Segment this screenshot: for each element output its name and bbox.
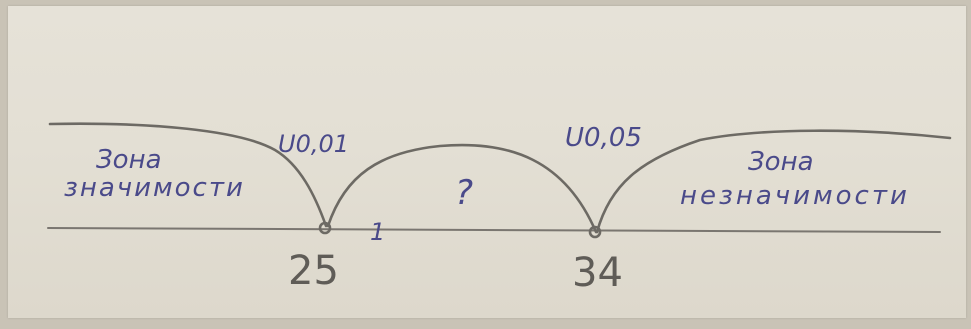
left-zone-label-line2: значимости	[64, 173, 245, 203]
right-zone-label-line1: Зона	[748, 147, 814, 177]
point-34-marker	[588, 225, 602, 239]
middle-arc	[326, 143, 598, 234]
critical-value-005: U0,05	[565, 123, 642, 153]
tick-label-34: 34	[572, 250, 623, 296]
left-zone-curve	[48, 122, 328, 228]
number-axis	[47, 227, 941, 233]
right-zone-curve	[595, 129, 952, 234]
uncertain-zone-mark: ?	[455, 173, 473, 213]
tick-label-25: 25	[288, 248, 339, 294]
left-zone-label-line1: Зона	[96, 145, 162, 175]
point-25-marker	[318, 221, 332, 235]
critical-value-001: U0,01	[278, 130, 349, 158]
paper-sheet	[8, 6, 966, 318]
point-mark: 1	[370, 218, 385, 246]
right-zone-label-line2: незначимости	[680, 181, 910, 211]
